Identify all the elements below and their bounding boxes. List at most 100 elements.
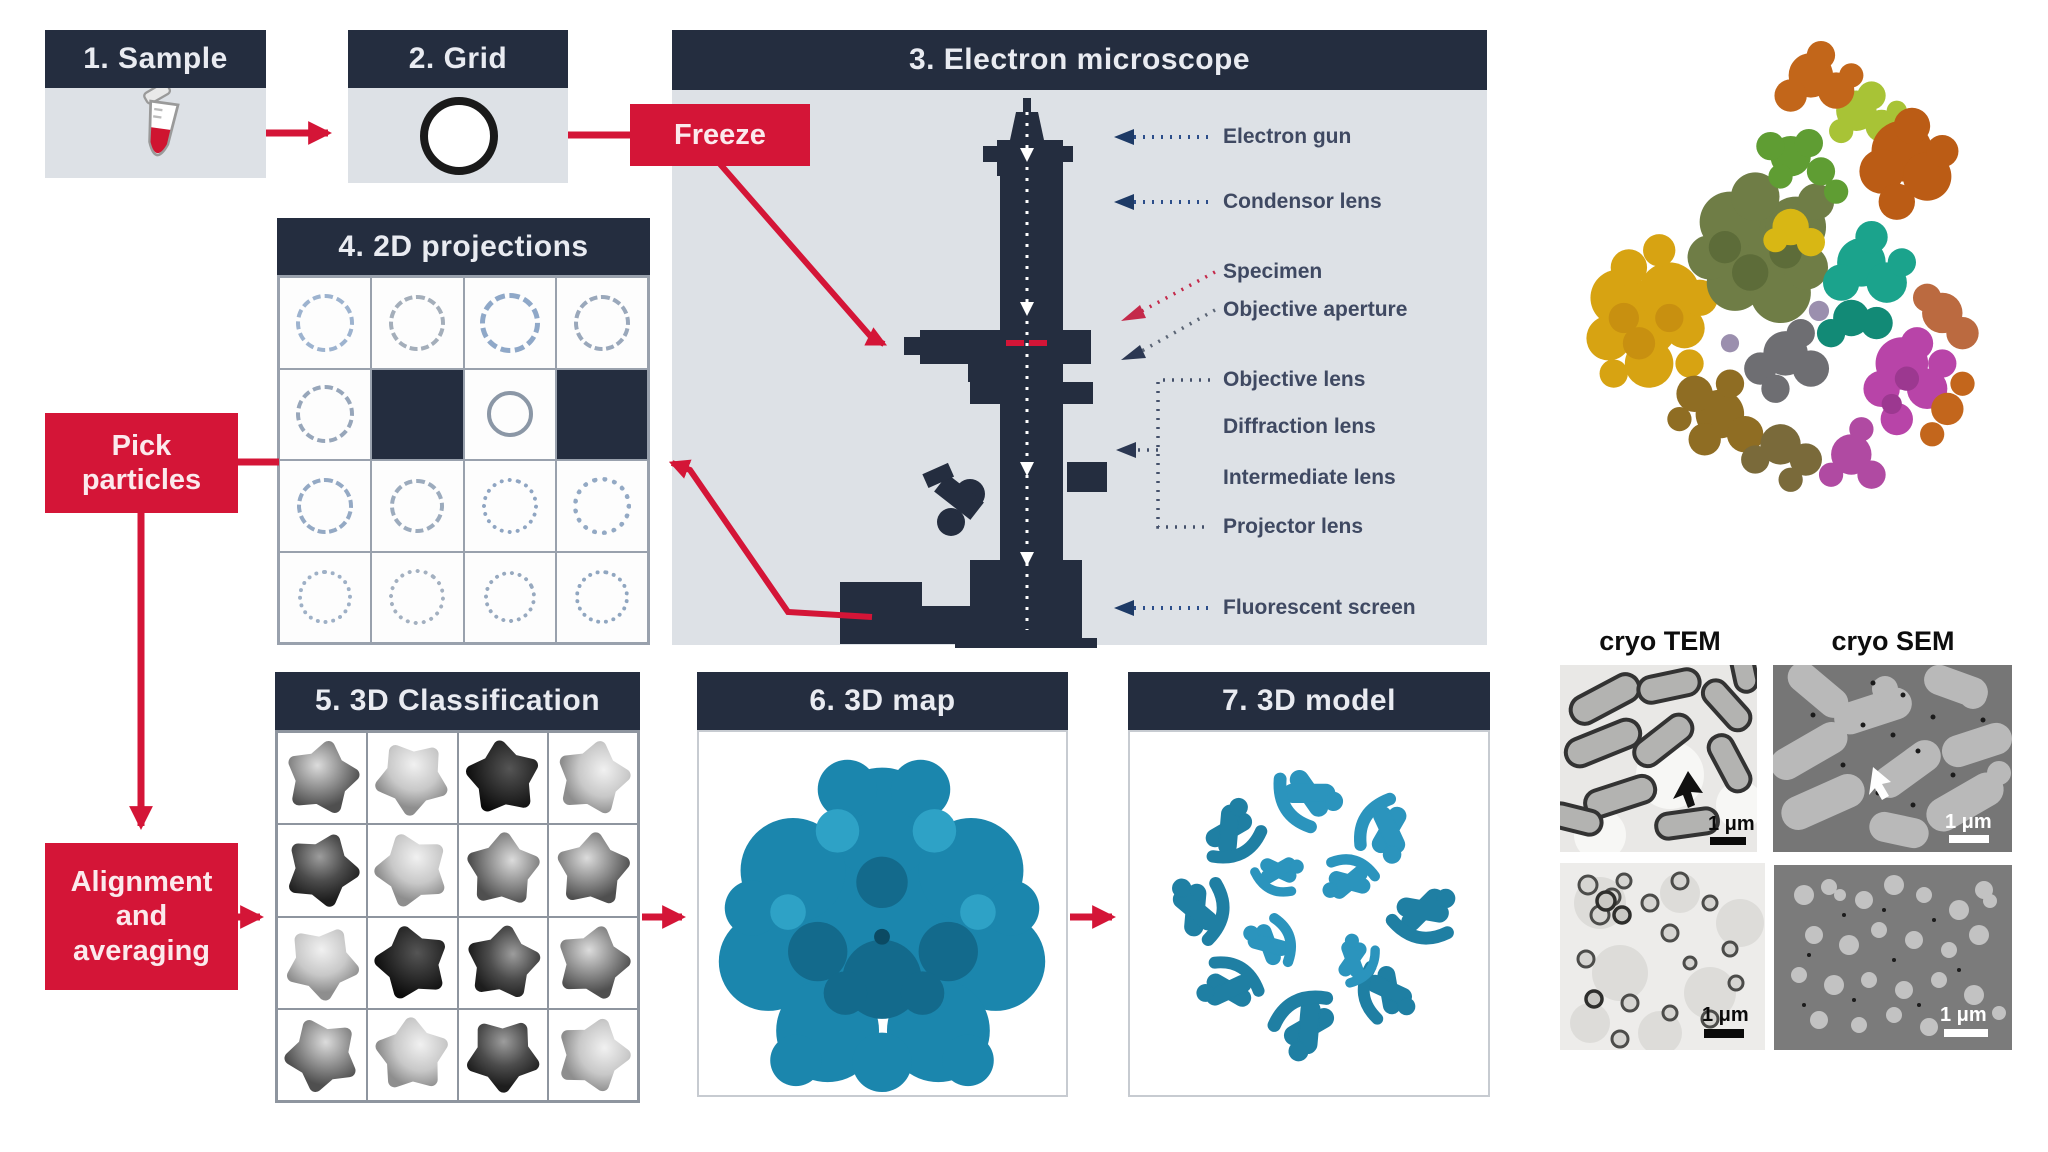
projection-cell [371,551,464,643]
panel-title-sample-text: 1. Sample [83,42,228,75]
projection-cell [463,551,556,643]
cryo-sem-micrograph-bacteria: 1 μm [1773,665,2012,852]
particle-blob [552,737,634,819]
panel-title-map-text: 6. 3D map [809,684,956,717]
panel-title-microscope: 3. Electron microscope [672,30,1487,90]
class-cell [457,1008,548,1101]
particle-ring [389,294,446,351]
projection-cell [279,460,372,552]
particle-blob [462,829,544,911]
grid-hole-icon [420,97,498,175]
panel-title-map: 6. 3D map [697,672,1068,730]
particle-ring [479,292,540,353]
class-cell [277,732,368,825]
projection-cell [279,368,372,460]
particle-ring [473,469,546,542]
panel-title-classification: 5. 3D Classification [275,672,640,730]
particle-blob [281,737,363,819]
cryo-tem-micrograph-bacteria: 1 μm [1560,665,1757,852]
cryo-sem-text: cryo SEM [1831,626,1955,656]
class-cell [277,916,368,1009]
projection-cell-selected [555,368,648,460]
label-objective-lens: Objective lens [1223,368,1366,391]
particle-blob [552,922,634,1004]
projection-cell [555,277,648,369]
tem1-scale-text: 1 μm [1708,813,1755,835]
particle-blob [462,922,544,1004]
ribbon-model [1130,732,1488,1095]
panel-title-grid: 2. Grid [348,30,568,88]
particle-ring [390,478,445,533]
particle-ring [570,565,634,629]
particle-ring [297,477,354,534]
tem1-scale-bar [1710,837,1746,845]
class-cell [457,732,548,825]
particle-ring [377,557,457,637]
particle-blob [371,737,453,819]
sem1-scale-text: 1 μm [1945,811,1992,833]
label-projector-lens: Projector lens [1223,515,1364,538]
particle-blob [281,829,363,911]
cursor-arrow-icon [1673,771,1703,808]
sem2-scale-bar [1944,1029,1988,1037]
class-cell [457,916,548,1009]
panel-title-model: 7. 3D model [1128,672,1490,730]
electron-microscope-silhouette [840,98,1107,648]
cryo-tem-column-label: cryo TEM [1560,626,1760,657]
panel-title-classification-text: 5. 3D Classification [314,684,601,717]
class-cell [277,824,368,917]
panel-title-sample: 1. Sample [45,30,266,88]
cryo-sem-column-label: cryo SEM [1774,626,2012,657]
panel-title-grid-text: 2. Grid [408,42,508,75]
particle-blob [552,829,634,911]
particle-blob [462,737,544,819]
panel-body-model [1128,730,1490,1097]
projection-cell [463,368,556,460]
pick-particles-step-label: Pick particles [45,413,238,513]
particle-ring [573,294,630,351]
alignment-text: Alignment and averaging [70,866,213,967]
panel-body-map [697,730,1068,1097]
label-intermediate-lens: Intermediate lens [1223,466,1396,489]
panel-title-model-text: 7. 3D model [1222,684,1396,717]
freeze-text: Freeze [674,118,766,151]
tem2-scale-text: 1 μm [1702,1004,1749,1026]
particle-ring [296,385,355,444]
particle-ring [298,570,353,625]
cryo-sem-micrograph-vesicles: 1 μm [1774,865,2012,1050]
class-cell [547,1008,638,1101]
label-specimen: Specimen [1223,260,1323,283]
classification-grid [275,730,640,1103]
tem2-scale-bar [1704,1029,1744,1038]
class-cell [367,824,458,917]
projection-cell [279,551,372,643]
projection-cell [371,277,464,369]
label-fluorescent-screen: Fluorescent screen [1223,596,1416,619]
cryo-tem-text: cryo TEM [1599,626,1721,656]
class-cell [367,732,458,825]
class-cell [367,916,458,1009]
projection-cell [371,460,464,552]
pointer-arrow-icon [1869,767,1891,800]
projection-cell [463,460,556,552]
projection-cell-selected [371,368,464,460]
pick-particles-text: Pick particles [81,429,202,496]
alignment-step-label: Alignment and averaging [45,843,238,990]
particle-blob [371,1014,453,1096]
sem1-scale-bar [1949,835,1989,843]
sample-tube-icon [143,88,180,157]
particle-blob [552,1014,634,1096]
class-cell [547,732,638,825]
freeze-step-label: Freeze [630,104,810,166]
particle-ring [486,391,533,438]
panel-body-sample [45,88,266,178]
particle-ring [296,293,355,352]
panel-title-projections-text: 4. 2D projections [338,229,589,263]
panel-title-projections: 4. 2D projections [277,218,650,275]
class-cell [277,1008,368,1101]
protein-structure-render [1586,40,1979,492]
projection-cell [279,277,372,369]
class-cell [547,916,638,1009]
density-map-blob [718,759,1046,1093]
